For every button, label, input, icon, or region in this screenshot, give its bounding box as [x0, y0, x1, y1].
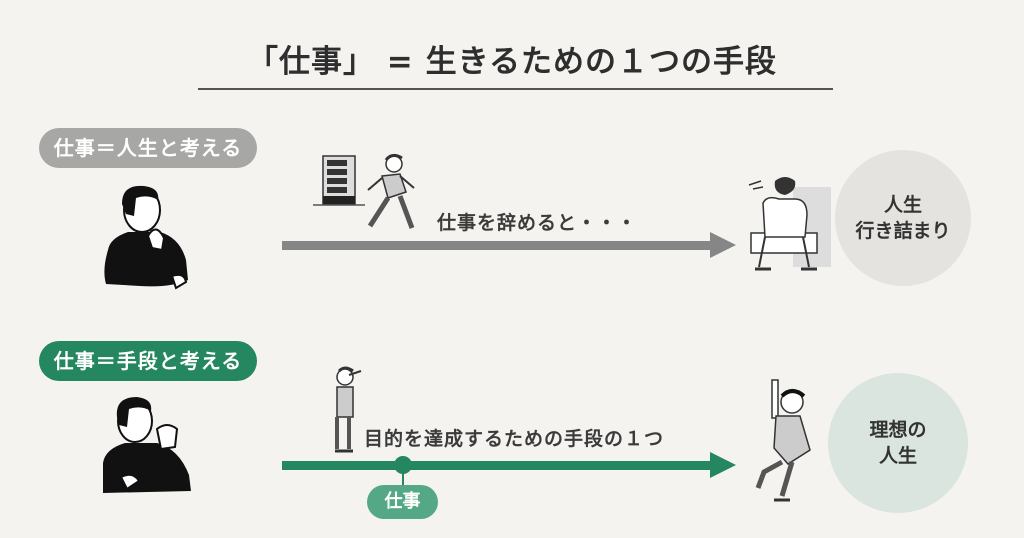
top-arrowhead	[710, 232, 736, 258]
top-caption: 仕事を辞めると・・・	[437, 212, 638, 234]
looking-ahead-man-icon	[335, 366, 362, 453]
bottom-caption: 目的を達成するための手段の１つ	[364, 428, 665, 450]
page-title: 「仕事」 = 生きるための１つの手段	[247, 44, 777, 80]
jumping-man-icon	[755, 379, 811, 502]
office-building-icon	[313, 155, 365, 206]
milestone-tag-work: 仕事	[367, 485, 438, 519]
bottom-timeline-arrow	[282, 461, 712, 470]
result-circle-ideal: 理想の 人生	[828, 373, 968, 513]
title-underline	[198, 88, 833, 90]
bottom-row-label: 仕事＝手段と考える	[39, 341, 257, 381]
determined-man-icon	[103, 397, 191, 493]
running-man-icon	[367, 153, 415, 229]
milestone-stem	[402, 470, 404, 486]
thinking-man-icon	[104, 185, 188, 290]
result-line-2: 行き詰まり	[855, 220, 951, 242]
result-line-2: 人生	[878, 445, 917, 467]
bottom-arrowhead	[710, 452, 736, 478]
despairing-man-icon	[748, 177, 831, 271]
result-circle-stuck: 人生 行き詰まり	[835, 150, 971, 286]
top-timeline-arrow	[282, 241, 712, 250]
top-row-label: 仕事＝人生と考える	[39, 128, 257, 168]
result-line-1: 理想の	[869, 419, 927, 441]
result-line-1: 人生	[883, 194, 922, 216]
milestone-dot	[394, 456, 412, 474]
